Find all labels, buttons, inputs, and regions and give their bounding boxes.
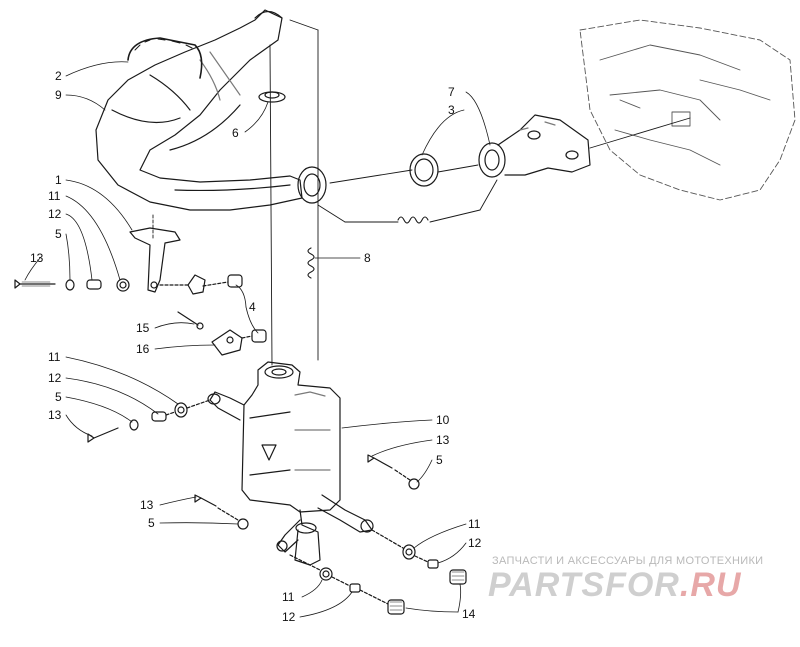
spring-upper	[397, 216, 429, 224]
callout-1: 1	[55, 173, 62, 187]
callout-5-lower: 5	[148, 516, 155, 530]
callout-2: 2	[55, 69, 62, 83]
callout-12-middle: 12	[48, 371, 62, 385]
engine-leader-line	[589, 117, 691, 149]
callout-13-upper: 13	[30, 251, 44, 265]
callout-11-upper: 11	[48, 189, 61, 203]
callout-12-bottom: 12	[282, 610, 296, 624]
callout-11-middle: 11	[48, 350, 61, 364]
callout-12-upper: 12	[48, 207, 62, 221]
spring-clip	[127, 37, 203, 79]
hardware-row-middle	[87, 399, 211, 443]
callout-12-lower-right: 12	[468, 536, 482, 550]
pin-plate-nut	[177, 311, 267, 356]
callout-15: 15	[136, 321, 150, 335]
callout-leaders	[24, 61, 491, 618]
bracket	[129, 227, 181, 293]
callout-8: 8	[364, 251, 371, 265]
callout-14: 14	[462, 607, 476, 621]
hardware-lower-left	[194, 494, 249, 530]
callout-16: 16	[136, 342, 150, 356]
callout-13-middle: 13	[48, 408, 62, 422]
expansion-chamber	[95, 9, 327, 211]
hardware-lower-right	[289, 529, 467, 615]
rubber-mount	[159, 274, 243, 295]
assembly-lines	[152, 19, 498, 366]
watermark-logo-suffix: .RU	[679, 566, 742, 604]
callout-3: 3	[448, 103, 455, 117]
callout-13-lower: 13	[140, 498, 154, 512]
callout-5-right: 5	[436, 453, 443, 467]
watermark-logo-main: PARTSFOR	[488, 566, 680, 604]
engine-outline	[579, 19, 796, 201]
watermark-logo: PARTSFOR.RU	[488, 566, 741, 605]
exhaust-manifold	[478, 114, 591, 178]
callout-11-lower-right: 11	[468, 517, 481, 531]
callout-5-upper: 5	[55, 227, 62, 241]
seal-ring	[409, 153, 439, 187]
hardware-row-upper	[14, 278, 130, 292]
callout-6: 6	[232, 126, 239, 140]
callout-11-bottom: 11	[282, 590, 295, 604]
watermark-caption: ЗАПЧАСТИ И АКСЕССУАРЫ ДЛЯ МОТОТЕХНИКИ	[492, 555, 764, 567]
hardware-right-upper	[367, 454, 420, 490]
callout-13-right: 13	[436, 433, 450, 447]
muffler	[207, 361, 374, 566]
callout-10: 10	[436, 413, 450, 427]
grommet	[258, 91, 286, 103]
callout-7: 7	[448, 85, 455, 99]
callout-5-middle: 5	[55, 390, 62, 404]
callout-4: 4	[249, 300, 256, 314]
spring-lower	[307, 247, 315, 279]
callout-9: 9	[55, 88, 62, 102]
